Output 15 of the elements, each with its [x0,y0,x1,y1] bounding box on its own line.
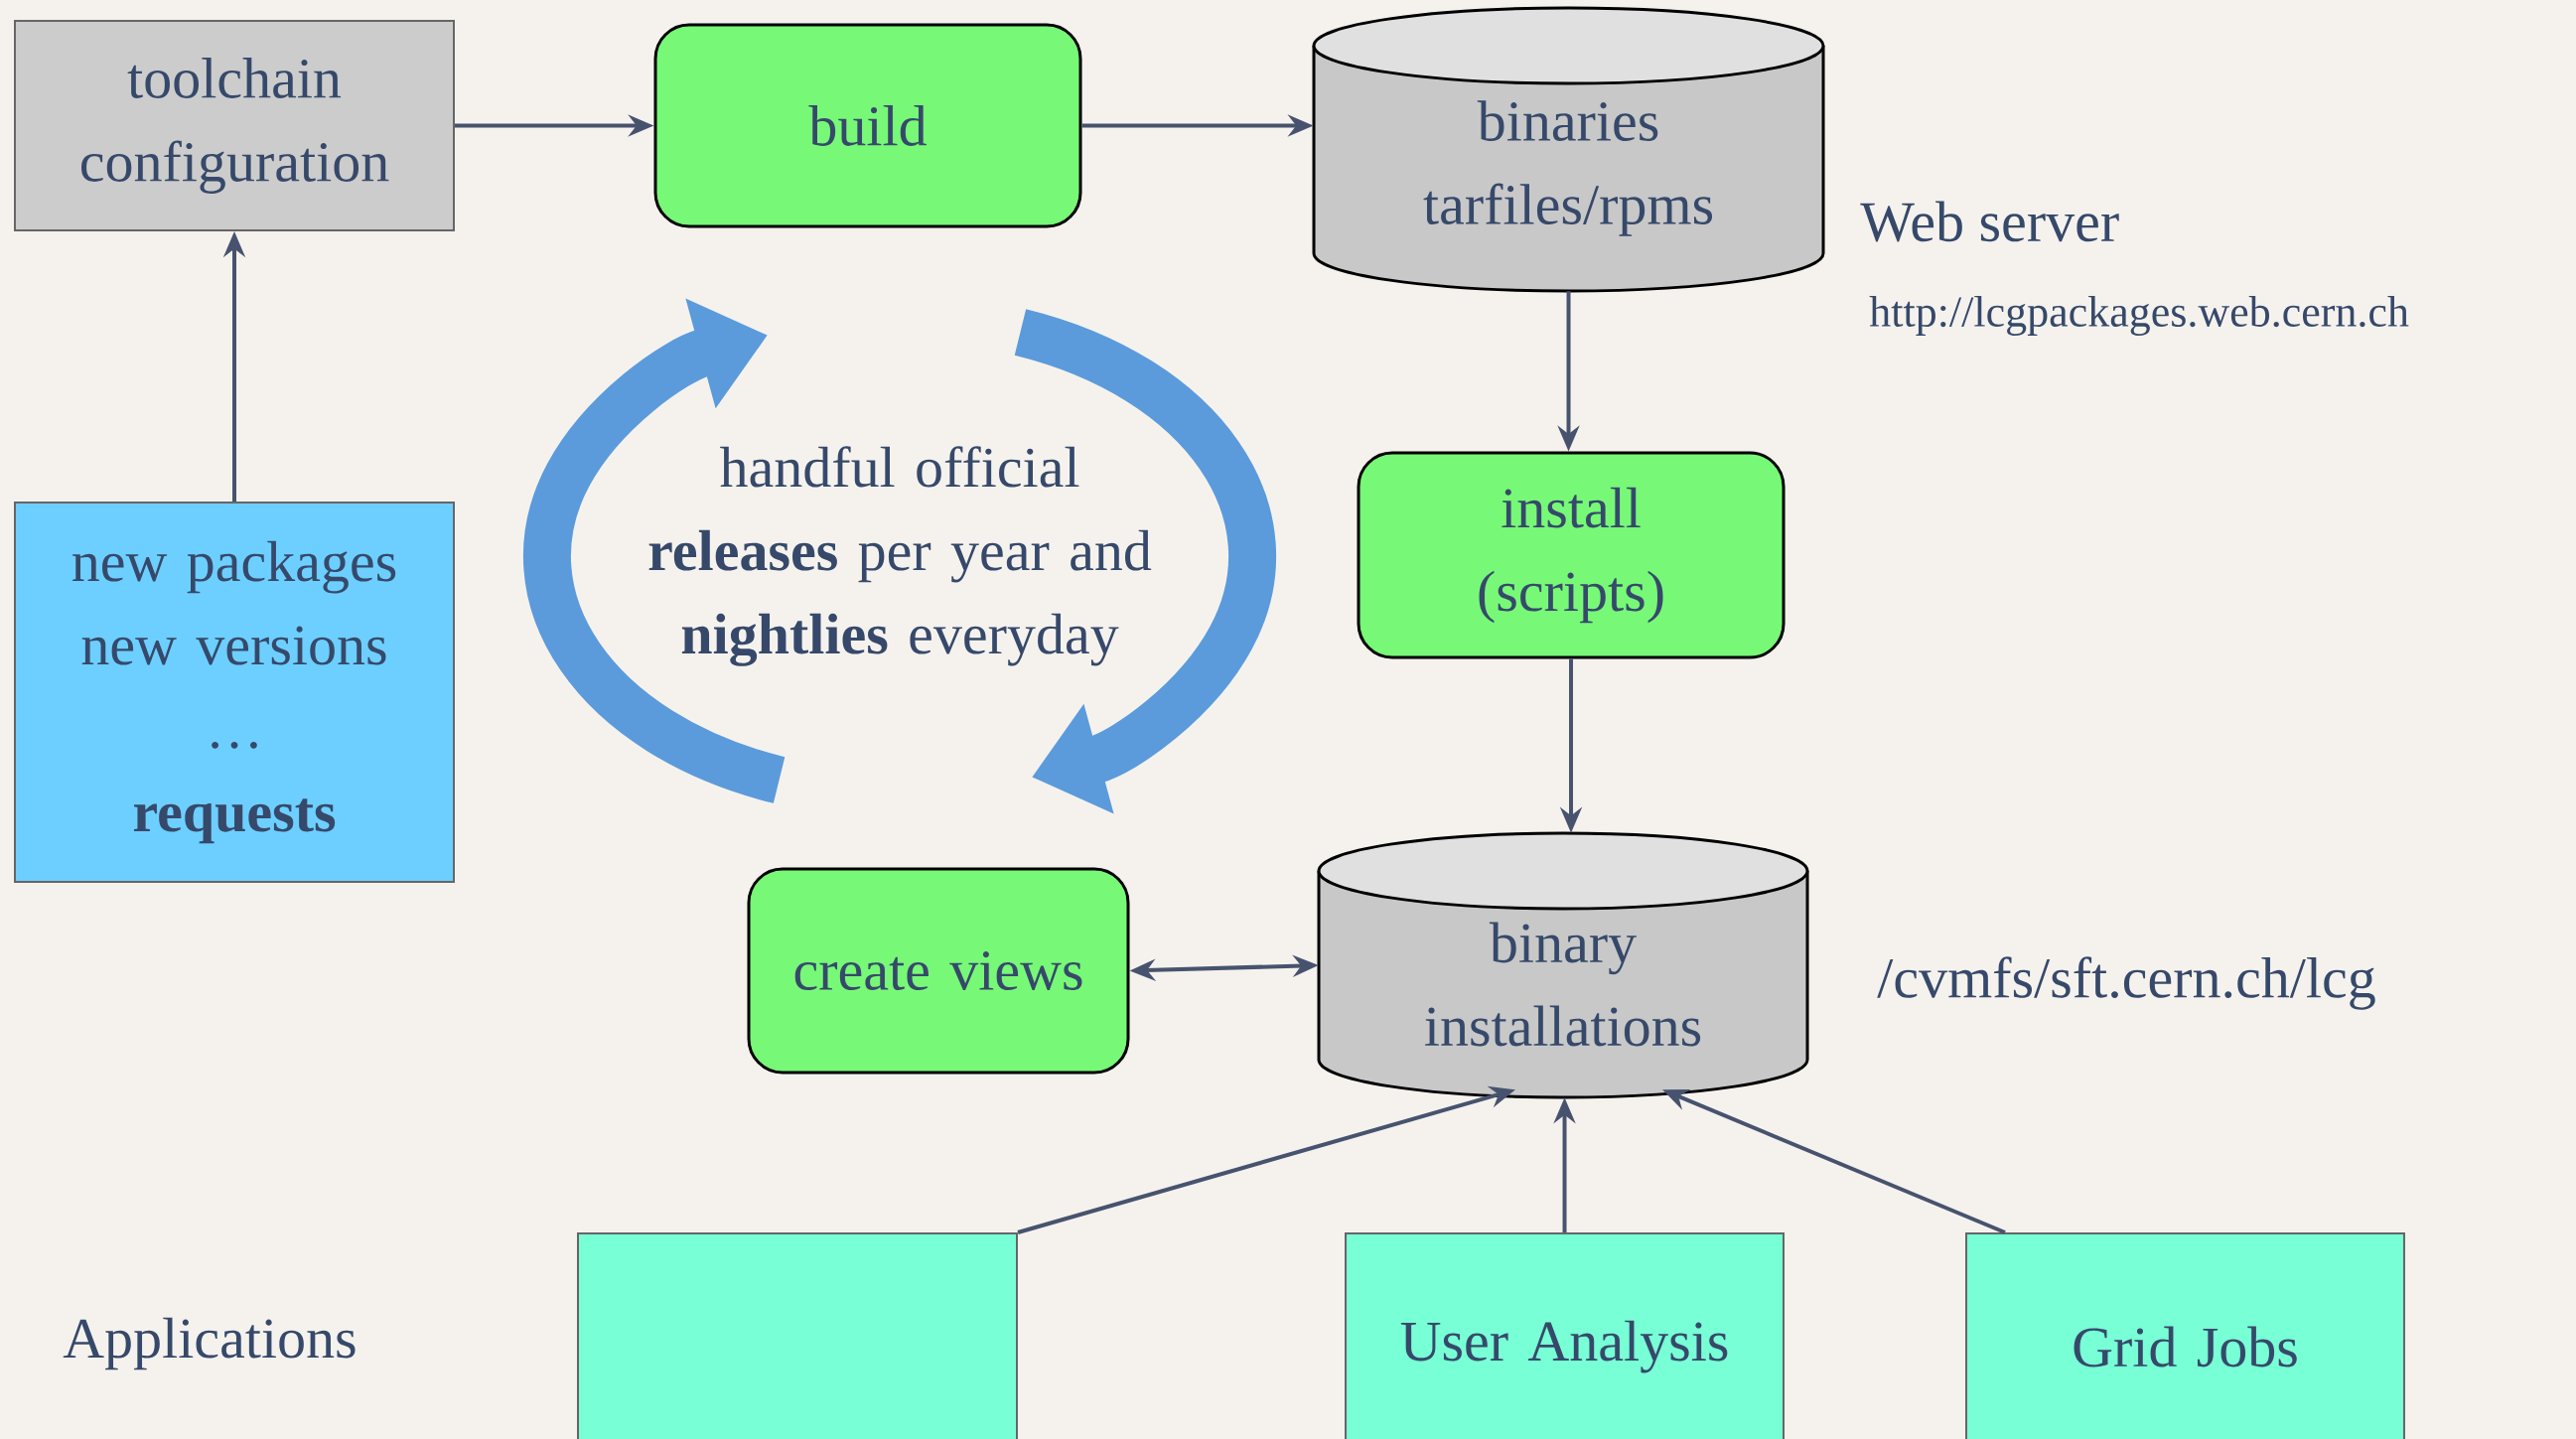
label-text: Applications [63,1317,356,1370]
process-box: new packages new versions … requests [14,502,455,883]
url-text: http://lcgpackages.web.cern.ch [1869,296,2409,336]
label-text: Web server [1860,201,2119,242]
database-cylinder: binary installations [1317,831,1809,1099]
process-box: Grid Jobs [1965,1232,2406,1439]
label-text: /cvmfs/sft.cern.ch/lcg [1877,956,2375,1010]
cycle-text: handful official releases per year and nightlies everyday [648,446,1152,666]
database-cylinder: binaries tarfiles/rpms [1312,6,1825,293]
empty-box [577,1232,1018,1439]
process-box: install (scripts) [1357,451,1786,659]
process-box: User Analysis [1345,1232,1785,1439]
process-box: toolchain configuration [14,20,455,231]
process-box: build [653,23,1082,228]
process-box: create views [747,867,1130,1075]
